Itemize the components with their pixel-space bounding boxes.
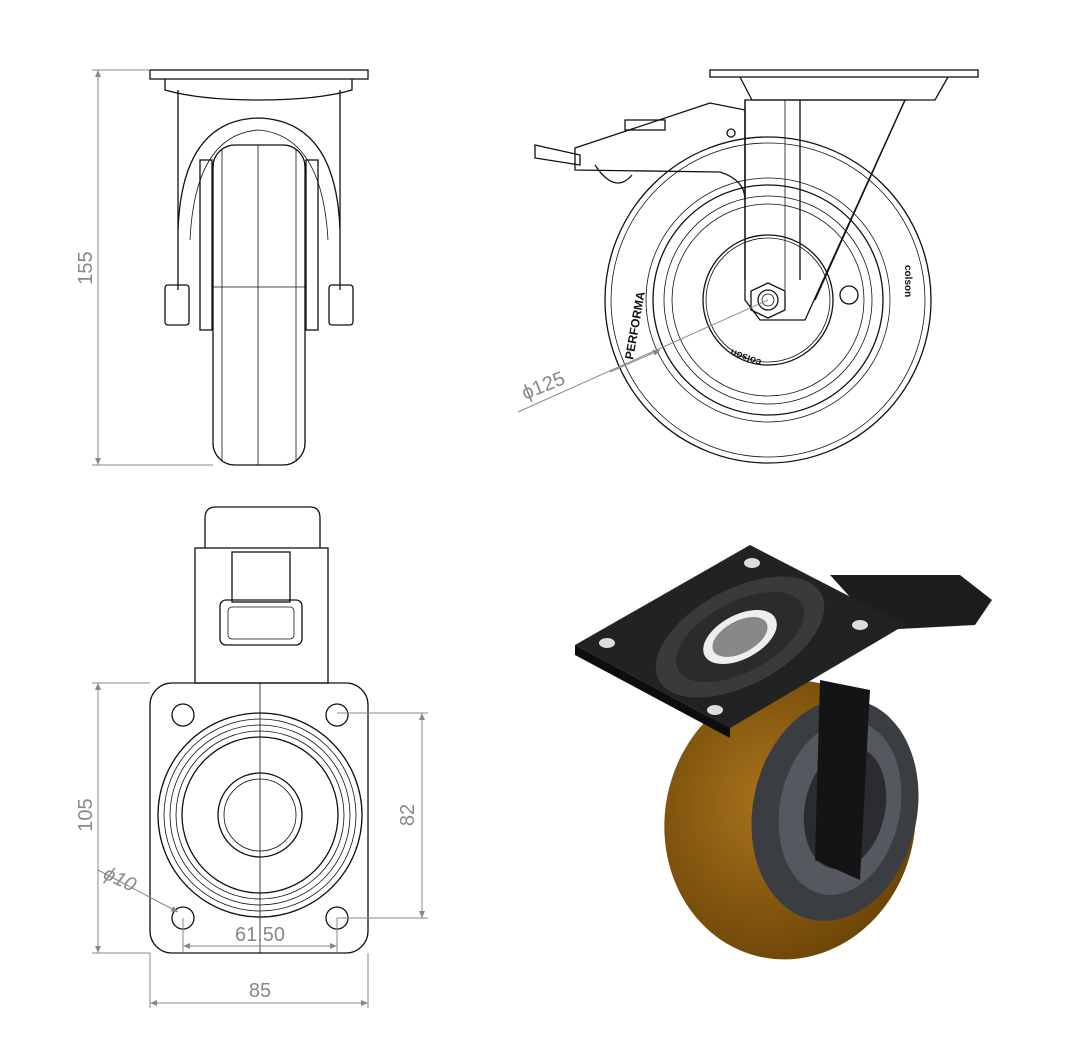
dim-85: 85	[249, 980, 271, 1002]
dim-125: ϕ125	[519, 368, 569, 405]
brand-mark-tread: colson	[902, 265, 913, 297]
tread-text: PERFORMA	[622, 290, 648, 360]
brand-mark-hub: colson	[729, 346, 763, 367]
dim-105: 105	[75, 798, 97, 831]
dimension-overall-height: 155	[75, 69, 213, 466]
top-view	[149, 506, 369, 954]
front-view	[149, 69, 369, 466]
caster-3d-render	[575, 545, 992, 960]
side-view: PERFORMA colson colson	[534, 69, 979, 464]
dim-10: ϕ10	[100, 863, 140, 897]
dim-61-50: 61,50	[235, 924, 285, 946]
dim-82: 82	[397, 804, 419, 826]
dim-155: 155	[75, 251, 97, 284]
